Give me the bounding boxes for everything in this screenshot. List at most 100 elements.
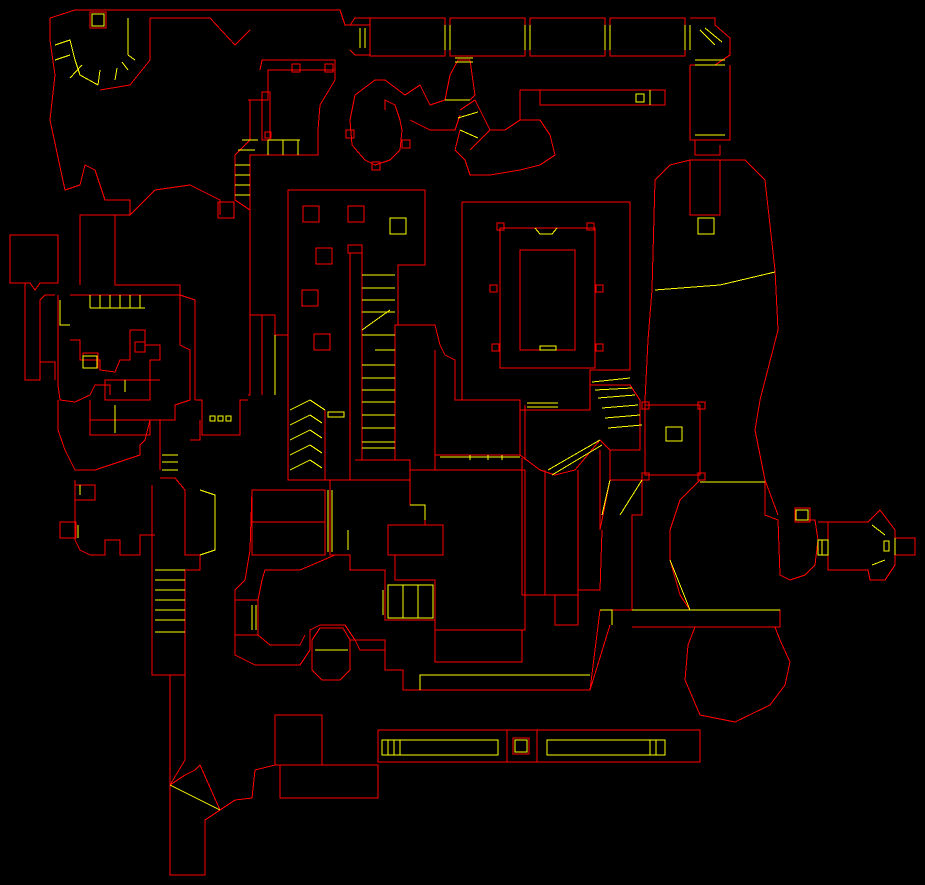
step-segment <box>684 25 691 50</box>
wall-segment <box>818 509 916 581</box>
step-segment <box>534 227 558 235</box>
wall-segment <box>369 17 446 57</box>
wall-segment <box>349 94 403 166</box>
wall-segment <box>689 160 721 216</box>
wall-segment <box>75 484 96 501</box>
step-segment <box>546 739 666 756</box>
wall-segment <box>262 314 288 336</box>
wall-segment <box>345 129 355 139</box>
step-segment <box>359 28 366 48</box>
step-segment <box>649 740 657 755</box>
step-segment <box>444 25 451 50</box>
wall-segment <box>521 458 579 626</box>
step-segment <box>238 139 258 151</box>
wall-lines <box>9 9 916 876</box>
wall-segment <box>388 524 444 556</box>
step-segment <box>199 489 216 556</box>
wall-segment <box>114 215 196 400</box>
wall-segment <box>609 17 686 57</box>
wall-segment <box>586 222 595 231</box>
wall-segment <box>684 626 791 723</box>
wall-segment <box>49 9 370 26</box>
wall-segment <box>794 507 811 523</box>
step-segment <box>361 309 395 336</box>
wall-segment <box>89 400 151 436</box>
step-segment <box>883 540 890 552</box>
wall-segment <box>104 379 151 401</box>
step-segment <box>267 140 299 155</box>
wall-segment <box>434 630 523 663</box>
step-segment <box>54 39 99 86</box>
step-segment <box>169 784 221 811</box>
wall-segment <box>401 139 411 149</box>
wall-segment <box>40 361 56 380</box>
wall-segment <box>9 234 59 291</box>
step-segment <box>635 93 645 103</box>
wall-segment <box>409 114 461 131</box>
wall-segment <box>499 227 596 369</box>
wall-segment <box>689 65 731 141</box>
wall-segment <box>377 729 701 763</box>
wall-segment <box>529 17 606 57</box>
wall-segment <box>459 99 491 151</box>
step-segment <box>91 13 105 27</box>
wall-segment <box>257 579 306 646</box>
wall-segment <box>454 119 556 176</box>
wall-segment <box>690 17 731 66</box>
wall-segment <box>610 479 781 628</box>
wall-segment <box>250 314 263 395</box>
wall-segment <box>279 764 379 799</box>
step-segment <box>600 609 613 625</box>
step-segment <box>235 164 250 196</box>
wall-segment <box>59 521 77 539</box>
wall-segment <box>697 472 706 481</box>
wall-segment <box>697 401 706 410</box>
step-segment <box>251 605 257 630</box>
wall-segment <box>151 485 170 676</box>
wall-segment <box>491 343 500 352</box>
wall-segment <box>89 11 107 29</box>
wall-segment <box>315 247 333 265</box>
wall-segment <box>248 59 336 396</box>
wall-segment <box>313 333 331 351</box>
step-segment <box>82 355 98 369</box>
step-segment <box>59 300 70 326</box>
wall-segment <box>217 201 235 219</box>
step-segment <box>459 129 479 139</box>
wall-segment <box>329 480 435 621</box>
step-segment <box>121 61 129 71</box>
step-segment <box>162 454 178 471</box>
wall-segment <box>57 294 191 471</box>
step-segment <box>455 57 473 63</box>
wall-segment <box>589 609 632 691</box>
step-segment <box>665 426 683 442</box>
step-segment <box>387 584 434 619</box>
wall-segment <box>150 419 161 470</box>
wall-segment <box>371 161 381 171</box>
wall-segment <box>690 159 779 516</box>
wall-segment <box>195 399 248 436</box>
step-segment <box>54 54 71 61</box>
wall-segment <box>99 18 151 91</box>
step-segment <box>209 415 216 422</box>
wall-segment <box>311 627 351 681</box>
wall-segment <box>347 205 365 223</box>
step-segment <box>547 439 603 476</box>
step-segment <box>514 739 528 753</box>
step-segment <box>457 111 479 119</box>
wall-segment <box>595 284 604 293</box>
wall-segment <box>234 489 386 666</box>
wall-segment <box>489 284 498 293</box>
wall-segment <box>462 201 631 411</box>
wall-segment <box>694 140 721 156</box>
wall-segment <box>274 714 323 766</box>
wall-segment <box>24 283 55 381</box>
wall-segment <box>134 341 146 353</box>
step-segment <box>699 27 723 46</box>
wall-segment <box>74 480 155 556</box>
step-segment <box>289 414 323 426</box>
wall-segment <box>70 329 161 381</box>
wall-segment <box>261 91 271 141</box>
wall-segment <box>261 554 336 581</box>
